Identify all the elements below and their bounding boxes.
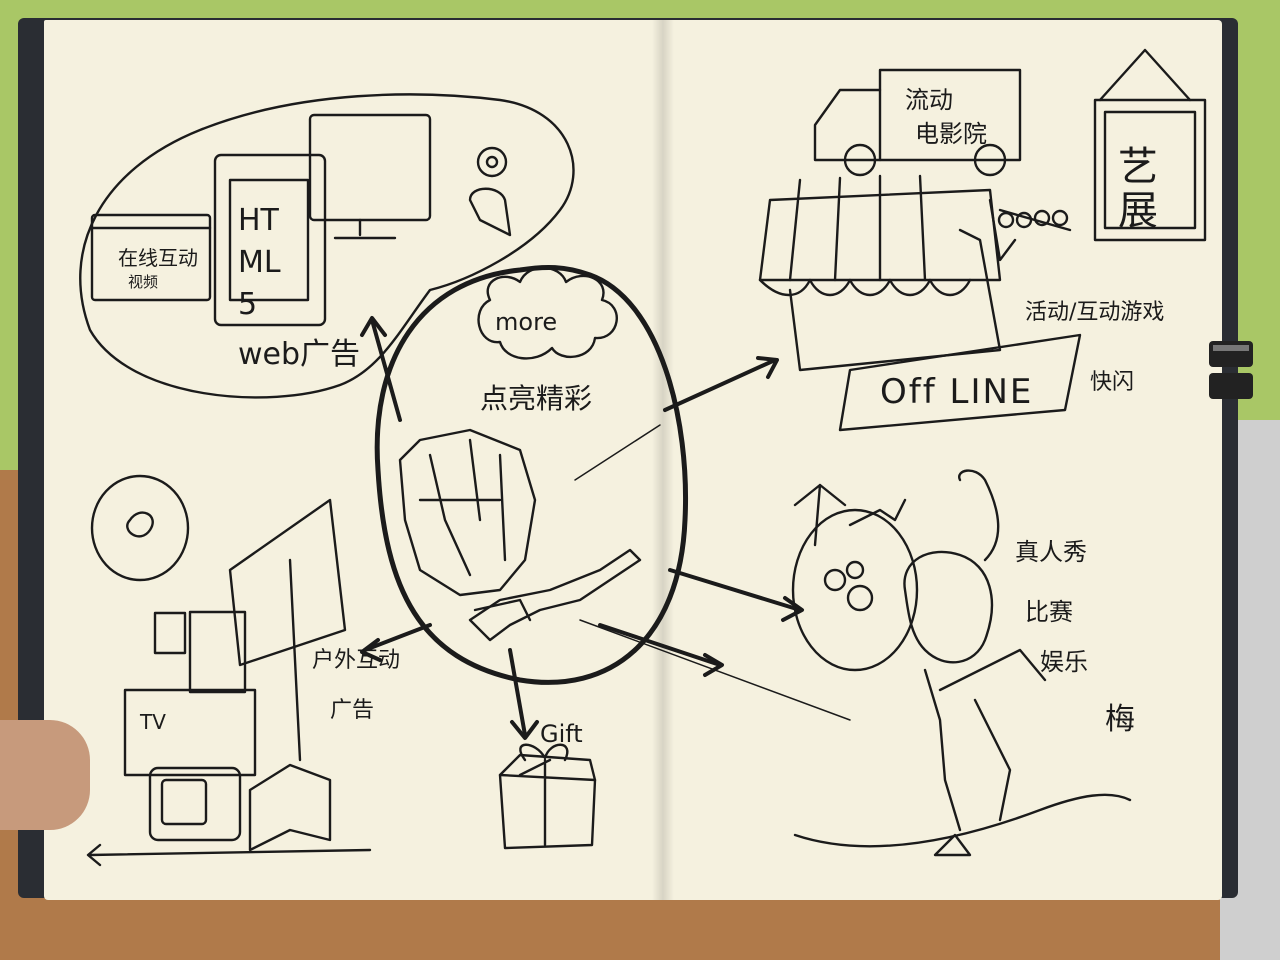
exhibition-label: 艺展 bbox=[1118, 144, 1158, 234]
center-label: 点亮精彩 bbox=[480, 382, 593, 415]
book-gutter bbox=[652, 20, 674, 900]
video-label-1: 在线互动 bbox=[118, 246, 198, 270]
central-circle bbox=[374, 264, 689, 685]
video-window bbox=[90, 213, 212, 302]
signature: 梅 bbox=[1105, 702, 1135, 737]
thought-cloud bbox=[477, 266, 618, 360]
spiral-ornament bbox=[90, 474, 190, 582]
activity-label: 活动/互动游戏 bbox=[1025, 300, 1165, 325]
tv-label: TV bbox=[140, 710, 166, 734]
offline-banner bbox=[838, 333, 1082, 432]
entertainment-label: 娱乐 bbox=[1040, 648, 1088, 676]
html5-label: HTML5 bbox=[238, 203, 281, 322]
outdoor-ad-label-2: 广告 bbox=[330, 698, 375, 723]
outdoor-ad-label-1: 户外互动 bbox=[312, 648, 401, 673]
tv-scene bbox=[86, 498, 372, 867]
flash-mob-label: 快闪 bbox=[1090, 370, 1135, 395]
runner-sketch bbox=[791, 469, 1132, 857]
truck-label-2: 电影院 bbox=[915, 120, 987, 148]
picture-frame-icon bbox=[1093, 48, 1207, 242]
video-label-2: 视频 bbox=[128, 273, 159, 291]
offline-banner-label: Off LINE bbox=[880, 372, 1034, 412]
truck-label-1: 流动 bbox=[905, 86, 953, 114]
cloud-label: more bbox=[495, 308, 558, 336]
gift-label: Gift bbox=[540, 720, 583, 748]
web-ad-label: web广告 bbox=[238, 337, 361, 372]
html5-tablet bbox=[213, 153, 327, 327]
competition-label: 比赛 bbox=[1025, 598, 1073, 626]
arrows bbox=[360, 316, 804, 740]
thumb bbox=[0, 720, 90, 830]
binder-clip-icon bbox=[1209, 341, 1253, 399]
shop-stall-icon bbox=[758, 174, 1072, 372]
trophy-sketch bbox=[398, 428, 642, 642]
reality-show-label: 真人秀 bbox=[1015, 538, 1087, 566]
gift-box-icon bbox=[498, 743, 597, 850]
web-bubble bbox=[79, 93, 575, 399]
left-page bbox=[44, 20, 664, 900]
truck-icon bbox=[813, 68, 1022, 177]
monitor bbox=[308, 113, 432, 222]
